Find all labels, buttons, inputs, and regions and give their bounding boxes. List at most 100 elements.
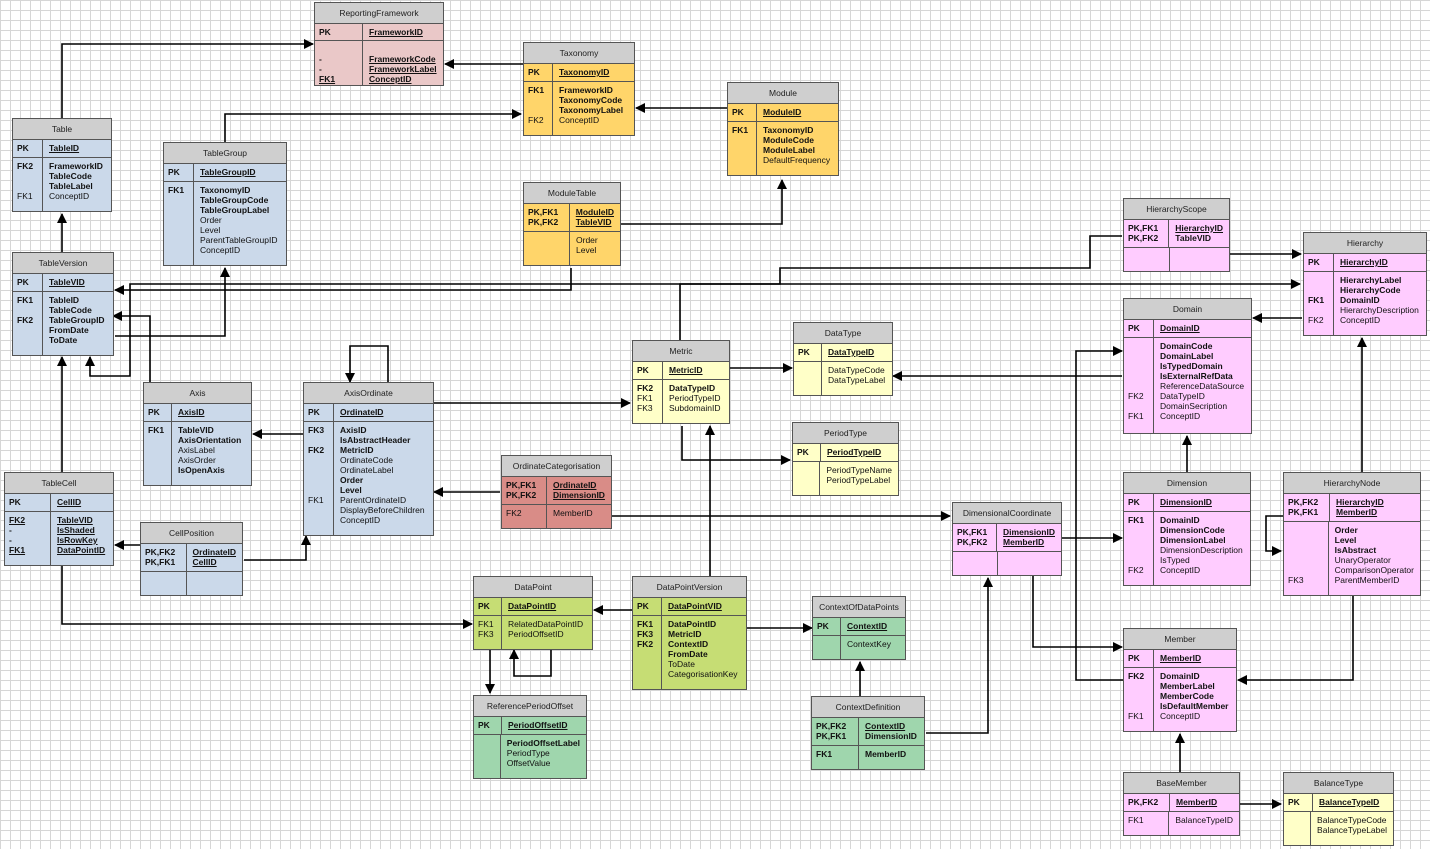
field-framework-label: FrameworkLabel: [369, 64, 437, 74]
key-label: -: [9, 535, 12, 545]
field-default-frequency: DefaultFrequency: [763, 155, 831, 165]
key-label: PK: [478, 601, 490, 611]
key-column: PK: [144, 404, 172, 421]
field-blank: [193, 575, 236, 585]
key-label: [17, 305, 38, 315]
field-data-point-vid: DataPointVID: [668, 601, 722, 611]
field-table-code: TableCode: [49, 305, 92, 315]
field-table-vid: TableVID: [49, 277, 85, 287]
key-label: PK,FK1: [1128, 223, 1159, 233]
key-label: [528, 105, 548, 115]
key-label: FK2: [1308, 315, 1324, 325]
field-domain-id: DomainID: [1160, 323, 1200, 333]
key-label: PK,FK2: [816, 721, 847, 731]
key-label: PK,FK2: [528, 217, 559, 227]
field-column: ContextID: [841, 618, 905, 635]
field-dimension-id: DimensionID: [1003, 527, 1055, 537]
key-column: PK: [524, 64, 553, 81]
field-column: FrameworkID: [363, 24, 443, 40]
field-categorisation-key: CategorisationKey: [668, 669, 738, 679]
field-member-id: MemberID: [865, 749, 907, 759]
field-hierarchy-id: HierarchyID: [1175, 223, 1223, 233]
field-data-point-id: DataPointID: [57, 545, 106, 555]
key-label: [1128, 535, 1149, 545]
key-label: PK,FK1: [506, 480, 537, 490]
field-column: [1170, 248, 1229, 271]
key-column: FK3: [1284, 522, 1329, 595]
field-table-vid: TableVID: [575, 217, 612, 227]
key-label: PK: [1128, 323, 1140, 333]
key-label: FK1: [1128, 515, 1145, 525]
key-label: [528, 95, 548, 105]
key-column: [793, 462, 821, 495]
field-column: TableID: [43, 140, 111, 157]
key-label: FK3: [308, 425, 325, 435]
key-label: PK: [17, 277, 29, 287]
field-balance-type-id: BalanceTypeID: [1319, 797, 1380, 807]
field-is-external-ref-data: IsExternalRefData: [1160, 371, 1233, 381]
field-cell-id: CellID: [57, 497, 82, 507]
key-column: [474, 735, 501, 778]
field-taxonomy-code: TaxonomyCode: [559, 95, 623, 105]
key-label: FK3: [478, 629, 494, 639]
entity-title: Member: [1124, 629, 1236, 650]
connector-tablecell-to-datapoint: [61, 566, 473, 629]
field-balance-type-code: BalanceTypeCode: [1317, 815, 1387, 825]
connector-tablegroup-to-taxonomy: [224, 109, 522, 142]
field-balance-type-label: BalanceTypeLabel: [1317, 825, 1387, 835]
key-column: PK: [1284, 794, 1313, 811]
key-label: [1128, 701, 1149, 711]
key-label: PK: [168, 167, 180, 177]
field-axis-id: AxisID: [178, 407, 205, 417]
key-label: [1128, 251, 1165, 261]
field-dimension-label: DimensionLabel: [1160, 535, 1226, 545]
entity-title: OrdinateCategorisation: [502, 456, 611, 477]
key-label: -: [9, 525, 12, 535]
connector-table-to-reportingframework: [61, 39, 314, 118]
field-metric-id: MetricID: [668, 629, 702, 639]
